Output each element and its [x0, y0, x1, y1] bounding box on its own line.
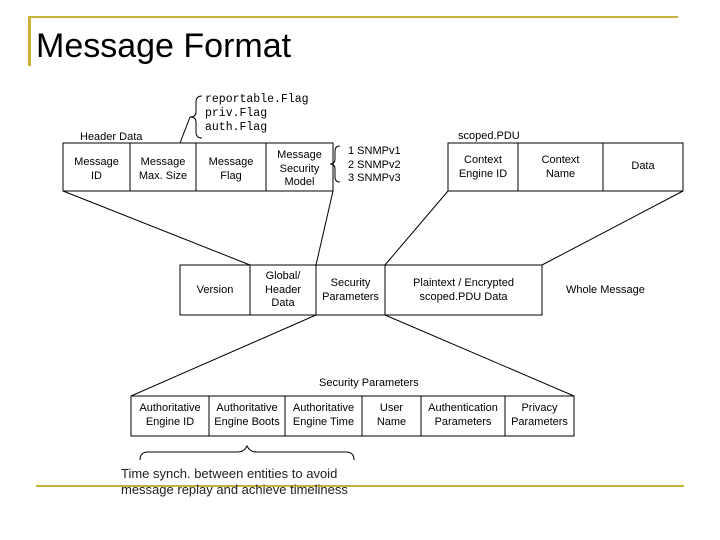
bottom-rule	[36, 485, 684, 487]
security-parameters-cell: Security Parameters	[322, 277, 379, 303]
message-id-cell: Message ID	[74, 156, 119, 182]
message-security-model-cell: Message Security Model	[277, 149, 322, 188]
flags-note: reportable.Flag priv.Flag auth.Flag	[205, 93, 309, 134]
global-header-data-cell: Global/ Header Data	[264, 270, 302, 309]
authoritative-engine-id-cell: Authoritative Engine ID	[139, 402, 201, 428]
title-accent-bar	[28, 16, 31, 66]
message-max-size-cell: Message Max. Size	[138, 156, 188, 182]
context-name-cell: Context Name	[541, 154, 580, 180]
scoped-pdu-data-cell: Plaintext / Encrypted scoped.PDU Data	[413, 277, 514, 303]
header-row-box	[62, 142, 334, 192]
timeliness-note: Time synch. between entities to avoid me…	[121, 466, 348, 497]
scoped-pdu-row-box	[447, 142, 684, 192]
whole-message-caption: Whole Message	[566, 284, 645, 296]
top-rule	[28, 16, 678, 18]
privacy-parameters-cell: Privacy Parameters	[511, 402, 568, 428]
authoritative-engine-boots-cell: Authoritative Engine Boots	[214, 402, 280, 428]
scoped-pdu-caption: scoped.PDU	[458, 130, 520, 142]
header-data-caption: Header Data	[80, 131, 143, 143]
security-parameters-row-box	[130, 395, 575, 437]
message-flag-cell: Message Flag	[208, 156, 254, 182]
authentication-parameters-cell: Authentication Parameters	[428, 402, 498, 428]
whole-message-row-box	[179, 264, 543, 316]
flags-brace	[189, 95, 203, 139]
data-cell: Data	[631, 160, 655, 172]
context-engine-id-cell: Context Engine ID	[458, 154, 508, 180]
versions-brace	[329, 145, 341, 183]
timeliness-brace	[139, 444, 355, 461]
snmp-versions-list: 1 SNMPv1 2 SNMPv2 3 SNMPv3	[348, 145, 401, 184]
user-name-cell: User Name	[376, 402, 407, 428]
version-cell: Version	[196, 284, 234, 296]
security-parameters-caption: Security Parameters	[319, 377, 419, 389]
authoritative-engine-time-cell: Authoritative Engine Time	[292, 402, 355, 428]
slide-title: Message Format	[36, 27, 292, 65]
